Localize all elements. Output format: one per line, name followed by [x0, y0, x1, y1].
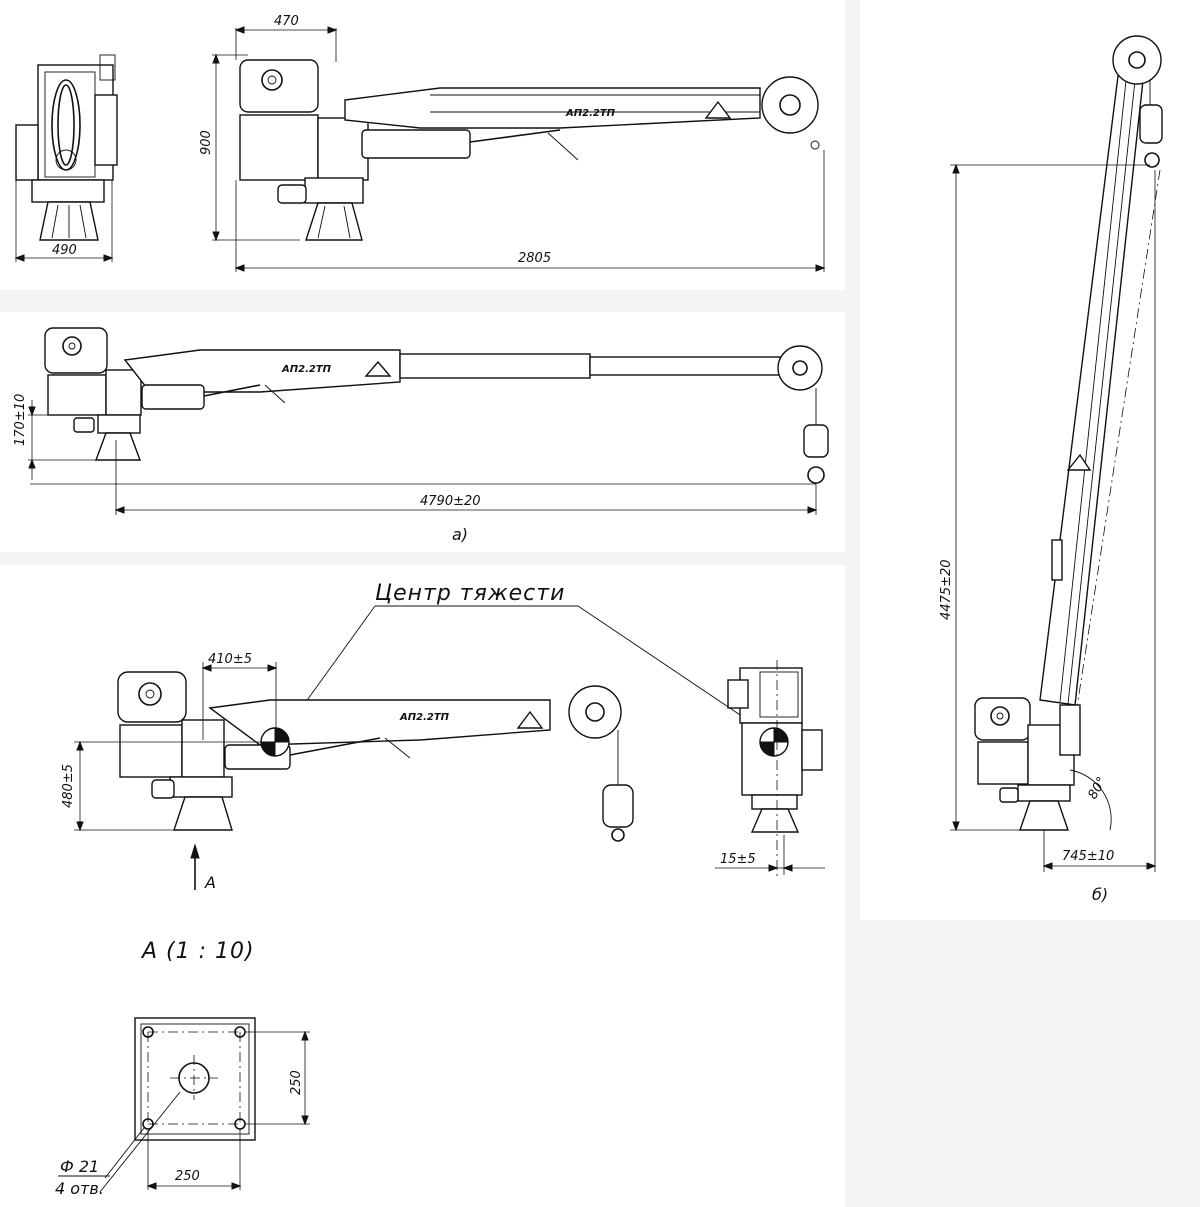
side-view-retracted: АП2.2ТП 470 900 2805 [199, 14, 826, 272]
logo-top: АП2.2ТП [565, 108, 616, 119]
dim-410: 410±5 [208, 652, 252, 667]
arrow-a-label: А [204, 873, 216, 892]
logo-view-a: АП2.2ТП [281, 364, 332, 375]
front-view: 490 [14, 54, 118, 262]
dim-745: 745±10 [1062, 849, 1114, 864]
side-view-extended: АП2.2ТП 170±10 4790±20 а) [13, 327, 829, 544]
panel-view-a [0, 312, 845, 552]
dim-170: 170±10 [13, 394, 28, 446]
center-of-gravity-label: Центр тяжести [375, 581, 565, 606]
panel-cog-and-detail [0, 565, 845, 1207]
cog-side-view: Центр тяжести АП2.2ТП 410± [61, 581, 771, 892]
dim-plate-height: 250 [289, 1070, 304, 1095]
view-b-label: б) [1092, 885, 1108, 904]
dim-plate-width: 250 [175, 1169, 200, 1184]
detail-a-label: А (1 : 10) [140, 939, 255, 964]
dim-490: 490 [52, 243, 77, 258]
logo-cog: АП2.2ТП [399, 712, 450, 723]
dim-4475: 4475±20 [939, 559, 954, 620]
side-view-vertical: 80° 4475±20 745±10 б) [939, 35, 1163, 904]
dim-470: 470 [274, 14, 299, 29]
dim-480: 480±5 [61, 764, 76, 808]
detail-a-plate: А (1 : 10) 250 250 Ф 21 4 отв. [55, 939, 310, 1198]
dim-15: 15±5 [720, 852, 756, 867]
dim-2805: 2805 [518, 251, 551, 266]
dim-900: 900 [199, 130, 214, 155]
cog-end-view: 15±5 [715, 660, 825, 880]
view-a-label: а) [452, 525, 468, 544]
hole-diameter-label: Ф 21 [60, 1157, 99, 1176]
dim-4790: 4790±20 [420, 494, 481, 509]
hole-count-label: 4 отв. [55, 1179, 104, 1198]
